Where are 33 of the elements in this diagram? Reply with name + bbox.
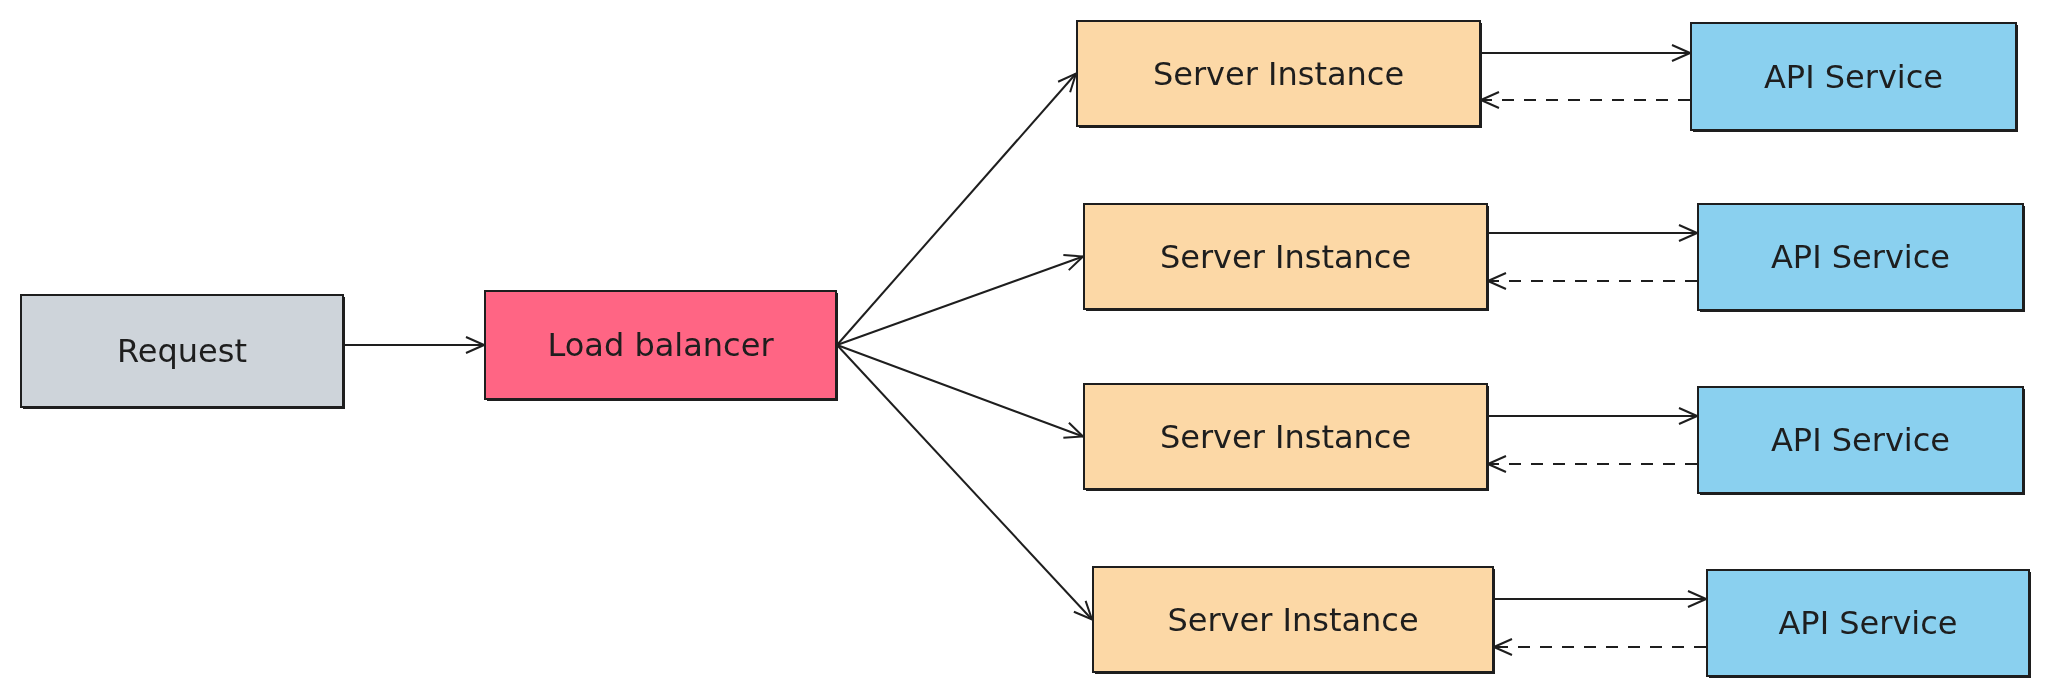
process-box — [1697, 386, 2024, 494]
arrow — [1493, 590, 1707, 608]
arrow — [1487, 272, 1698, 290]
box-label: Server Instance — [1167, 600, 1419, 639]
arrow — [836, 344, 1093, 621]
arrow — [836, 254, 1084, 346]
process-box — [1083, 203, 1488, 310]
box-label: API Service — [1770, 238, 1951, 276]
process-box — [1697, 203, 2024, 311]
process-box — [1690, 22, 2017, 131]
arrow — [836, 72, 1077, 346]
box-label: Request — [117, 332, 247, 370]
process-box — [484, 290, 837, 400]
box-label: Server Instance — [1159, 237, 1412, 276]
process-box — [1076, 20, 1481, 127]
box-label: Server Instance — [1152, 54, 1405, 93]
process-box — [1706, 569, 2030, 677]
arrow — [1487, 407, 1698, 425]
box-label: Load balancer — [547, 326, 774, 364]
box-label: API Service — [1763, 57, 1944, 96]
box-label: API Service — [1770, 421, 1951, 459]
arrow — [1487, 455, 1698, 473]
arrow — [1480, 91, 1691, 109]
box-label: API Service — [1778, 604, 1958, 642]
process-box — [1083, 383, 1488, 490]
arrow — [343, 336, 485, 354]
process-box — [1092, 566, 1494, 673]
arrow — [1487, 224, 1698, 242]
arrow — [836, 344, 1084, 439]
box-label: Server Instance — [1159, 417, 1412, 456]
arrow — [1480, 44, 1691, 62]
arrow — [1493, 638, 1707, 656]
process-box — [20, 294, 344, 408]
